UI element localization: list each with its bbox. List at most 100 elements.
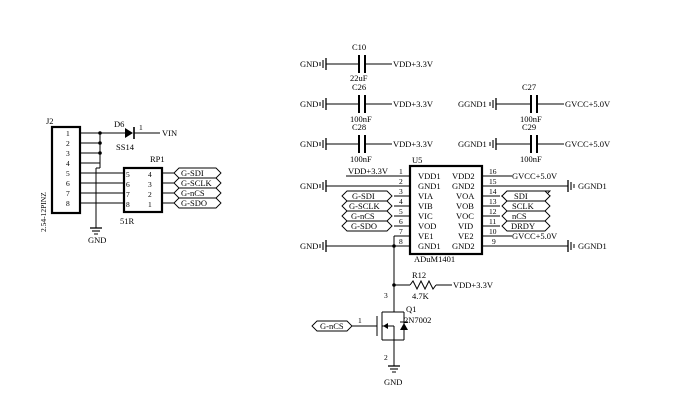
j2-pin-5: 5: [66, 169, 70, 178]
mosfet-q1: Q1 2N7002 3 2 1 GND G-nCS: [311, 285, 431, 387]
c27-value: 100nF: [520, 114, 542, 124]
u5-pin-num-16: 16: [489, 167, 497, 176]
d6-ref: D6: [114, 119, 124, 129]
u5-pin-num-8: 8: [399, 237, 403, 246]
q1-pin-drain: 3: [384, 291, 388, 300]
rp1-body: [122, 166, 164, 214]
capacitor-c10: GND VDD+3.3V C10 22uF: [300, 42, 434, 83]
rp1-pin-3: 3: [148, 180, 152, 189]
u5-pin-name-13: VOB: [456, 201, 474, 211]
rp1-pin-4: 4: [148, 170, 152, 179]
c26-gnd-label: GND: [300, 99, 318, 109]
u5-pin-num-5: 5: [399, 207, 403, 216]
u5-pin-name-9: GND2: [452, 241, 475, 251]
r12-ref: R12: [412, 270, 426, 280]
c29-ref: C29: [522, 122, 536, 132]
isolator-u5: U5 ADuM1401 VDD1 GND1 VIA VIB VIC VOD VE…: [394, 155, 500, 264]
u5-ref: U5: [412, 155, 422, 165]
c10-vdd-label: VDD+3.3V: [393, 59, 434, 69]
u5-net-g-sdo: G-SDO: [351, 221, 377, 231]
j2-body: [50, 125, 82, 215]
rp1-ref: RP1: [150, 154, 165, 164]
d6-pin: 1: [139, 123, 143, 132]
d6-value: SS14: [116, 142, 135, 152]
u5-net-ggnd-bottom: GGND1: [578, 241, 607, 251]
j2-pin-6: 6: [66, 179, 70, 188]
c26-vdd-label: VDD+3.3V: [393, 99, 434, 109]
u5-pin-name-1: VDD1: [418, 171, 441, 181]
capacitor-c27: GGND1 GVCC+5.0V C27 100nF: [458, 82, 611, 124]
diode-d6: D6 SS14 1 VIN: [100, 119, 177, 152]
u5-net-g-ncs: G-nCS: [351, 211, 375, 221]
rp1-value: 51R: [120, 216, 135, 226]
c29-value: 100nF: [520, 154, 542, 164]
c10-value: 22uF: [350, 73, 368, 83]
resistor-r12: R12 4.7K VDD+3.3V: [392, 246, 494, 301]
c29-gvcc-label: GVCC+5.0V: [565, 139, 611, 149]
u5-pin-name-7: VE1: [418, 231, 434, 241]
c28-gnd-label: GND: [300, 139, 318, 149]
c28-ref: C28: [352, 122, 366, 132]
c10-gnd-label: GND: [300, 59, 318, 69]
q1-value: 2N7002: [404, 315, 431, 325]
rp1-net-g-sclk: G-SCLK: [181, 178, 213, 188]
u5-pin-num-1: 1: [399, 167, 403, 176]
u5-net-drdy: DRDY: [511, 221, 535, 231]
r12-vdd-label: VDD+3.3V: [453, 280, 494, 290]
j2-gnd-label: GND: [88, 235, 106, 245]
u5-pin-num-13: 13: [489, 197, 497, 206]
u5-net-sdi: SDI: [514, 191, 528, 201]
rp1-net-g-sdi: G-SDI: [181, 168, 204, 178]
u5-net-g-sclk: G-SCLK: [349, 201, 381, 211]
u5-pin-name-10: VE2: [458, 231, 474, 241]
u5-pin-name-11: VID: [458, 221, 473, 231]
u5-net-gnd-top: GND: [300, 181, 318, 191]
c26-value: 100nF: [350, 114, 372, 124]
vin-net: VIN: [162, 128, 177, 138]
u5-net-gnd-bottom: GND: [300, 241, 318, 251]
q1-pin-source: 2: [384, 353, 388, 362]
rp1-net-g-sdo: G-SDO: [181, 198, 207, 208]
j2-pin-3: 3: [66, 149, 70, 158]
j2-pin-8: 8: [66, 199, 70, 208]
q1-gate-net: G-nCS: [320, 321, 344, 331]
u5-pin-name-8: GND1: [418, 241, 441, 251]
u5-pin-name-6: VOD: [418, 221, 436, 231]
u5-pin-name-15: GND2: [452, 181, 475, 191]
u5-pin-num-14: 14: [489, 187, 497, 196]
rp1-pin-6: 6: [126, 180, 130, 189]
u5-net-ncs: nCS: [512, 211, 527, 221]
u5-right-nets: GVCC+5.0V GGND1 SDI SCLK nCS DRDY GVCC+5…: [500, 171, 607, 253]
u5-pin-num-2: 2: [399, 177, 403, 186]
rp1-pin-5: 5: [126, 170, 130, 179]
j2-pin-4: 4: [66, 159, 70, 168]
c27-gvcc-label: GVCC+5.0V: [565, 99, 611, 109]
u5-pin-name-2: GND1: [418, 181, 441, 191]
u5-pin-name-14: VOA: [456, 191, 475, 201]
j2-pin-1: 1: [66, 129, 70, 138]
c29-ggnd-label: GGND1: [458, 139, 487, 149]
u5-net-g-sdi: G-SDI: [352, 191, 375, 201]
rp1-pin-2: 2: [148, 190, 152, 199]
rp1-pin-8: 8: [126, 200, 130, 209]
u5-pin-num-10: 10: [489, 227, 497, 236]
u5-net-ggnd-top: GGND1: [578, 181, 607, 191]
u5-net-vdd33: VDD+3.3V: [348, 166, 389, 176]
u5-pin-num-12: 12: [489, 207, 497, 216]
capacitor-c26: GND VDD+3.3V C26 100nF: [300, 82, 434, 124]
u5-pin-num-4: 4: [399, 197, 403, 206]
rp1-net-g-ncs: G-nCS: [181, 188, 205, 198]
q1-gnd-label: GND: [384, 377, 402, 387]
u5-pin-name-4: VIB: [418, 201, 433, 211]
u5-net-gvcc-bottom: GVCC+5.0V: [512, 231, 558, 241]
u5-pin-num-6: 6: [399, 217, 403, 226]
capacitor-c29: GGND1 GVCC+5.0V C29 100nF: [458, 122, 611, 164]
connector-j2: J2 2.54-12PINZ 1 2 3 4 5 6 7 8 GND: [39, 116, 124, 245]
c26-ref: C26: [352, 82, 366, 92]
capacitor-c28: GND VDD+3.3V C28 100nF: [300, 122, 434, 164]
c28-value: 100nF: [350, 154, 372, 164]
u5-body: [408, 164, 484, 256]
c10-ref: C10: [352, 42, 366, 52]
u5-pin-name-5: VIC: [418, 211, 433, 221]
u5-pin-num-11: 11: [489, 217, 496, 226]
